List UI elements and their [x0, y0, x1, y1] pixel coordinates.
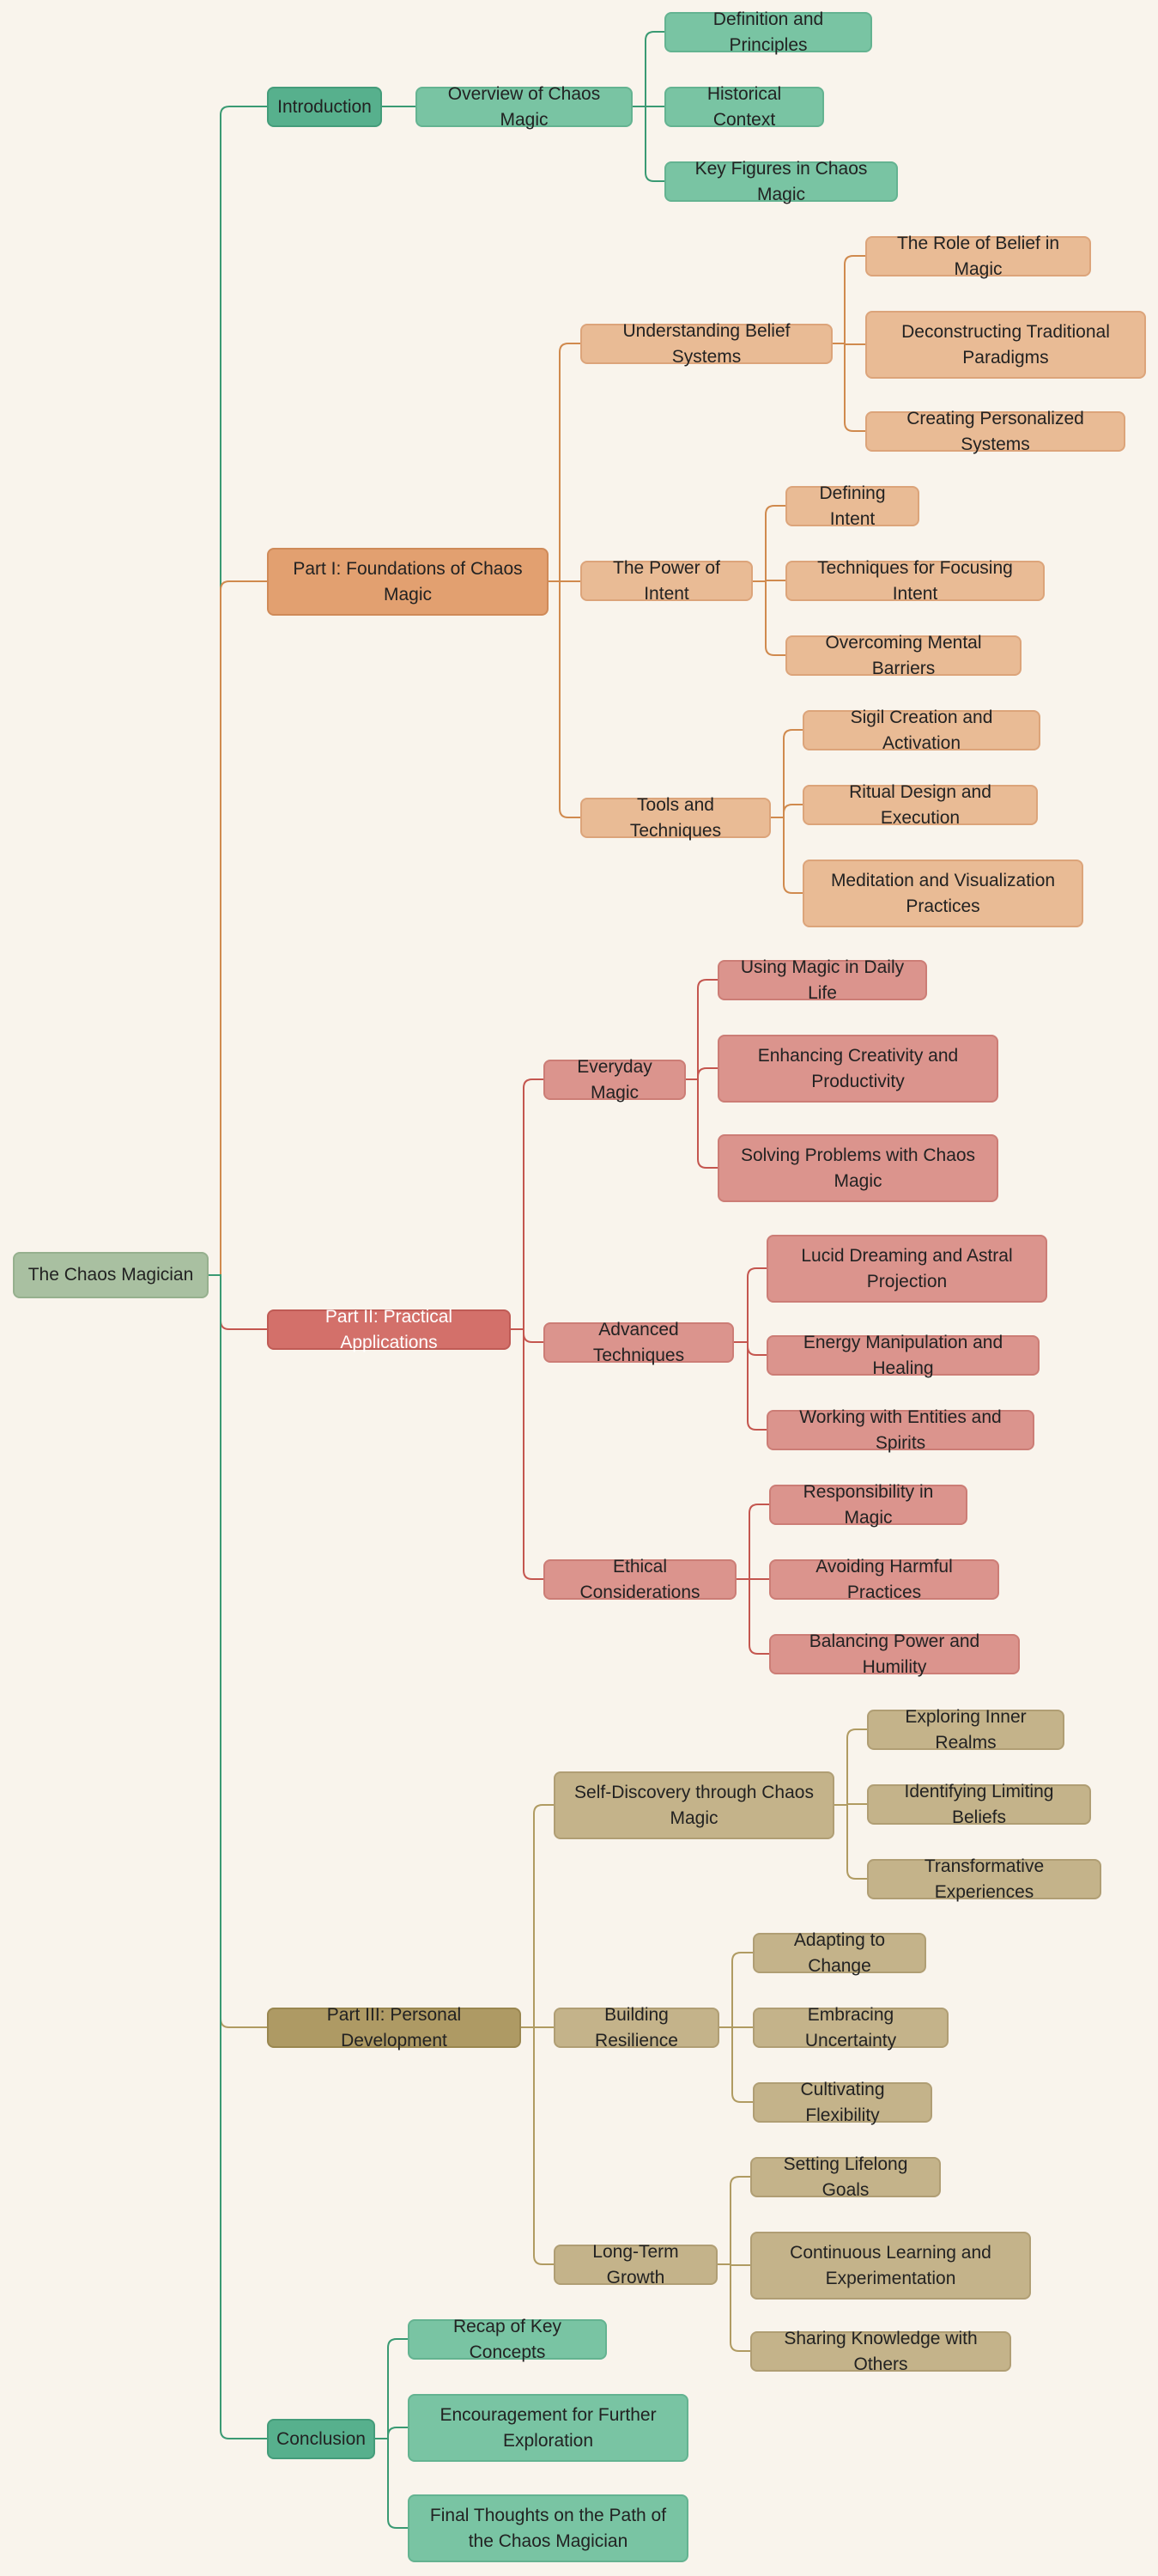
subtopic-responsibility[interactable]: Responsibility in Magic [769, 1482, 967, 1528]
connector-line [753, 580, 785, 656]
connector-line [375, 2338, 408, 2439]
subtopic-cultivating-flexibility[interactable]: Cultivating Flexibility [753, 2080, 932, 2125]
branch-part-1-foundations[interactable]: Part I: Foundations of Chaos Magic [267, 548, 549, 616]
subtopic-magic-in-daily-life[interactable]: Using Magic in Daily Life [718, 957, 927, 1003]
connector-line [686, 979, 718, 1080]
subtopic-sigil-creation[interactable]: Sigil Creation and Activation [803, 708, 1040, 753]
subtopic-continuous-learning[interactable]: Continuous Learning and Experimentation [750, 2232, 1031, 2300]
connector-line [737, 1504, 769, 1580]
topic-recap-key-concepts[interactable]: Recap of Key Concepts [408, 2317, 607, 2362]
subtopic-entities-and-spirits[interactable]: Working with Entities and Spirits [767, 1407, 1034, 1453]
connector-line [686, 1078, 718, 1169]
connector-line [209, 580, 267, 1276]
subtopic-adapting-to-change[interactable]: Adapting to Change [753, 1930, 926, 1976]
connector-line [834, 1728, 867, 1806]
root-node[interactable]: The Chaos Magician [13, 1252, 209, 1298]
connector-line [833, 255, 865, 344]
subtopic-avoiding-harm[interactable]: Avoiding Harmful Practices [769, 1557, 999, 1602]
connector-line [734, 1341, 767, 1431]
branch-conclusion[interactable]: Conclusion [267, 2419, 375, 2459]
connector-line [521, 1804, 554, 2028]
subtopic-power-and-humility[interactable]: Balancing Power and Humility [769, 1631, 1020, 1677]
topic-building-resilience[interactable]: Building Resilience [554, 2005, 719, 2050]
connector-line [209, 1274, 267, 1330]
subtopic-creativity-productivity[interactable]: Enhancing Creativity and Productivity [718, 1035, 998, 1103]
connector-line [771, 804, 803, 818]
subtopic-deconstructing-paradigms[interactable]: Deconstructing Traditional Paradigms [865, 311, 1146, 379]
connector-line [734, 1267, 767, 1343]
connector-line [771, 729, 803, 818]
subtopic-transformative-experiences[interactable]: Transformative Experiences [867, 1856, 1101, 1902]
subtopic-role-of-belief[interactable]: The Role of Belief in Magic [865, 234, 1091, 279]
connector-line [511, 1078, 543, 1330]
topic-tools-and-techniques[interactable]: Tools and Techniques [580, 795, 771, 841]
connector-line [209, 1274, 267, 2028]
connector-line [549, 580, 580, 818]
subtopic-sharing-knowledge[interactable]: Sharing Knowledge with Others [750, 2329, 1011, 2374]
subtopic-defining-intent[interactable]: Defining Intent [785, 483, 919, 529]
subtopic-definition-and-principles[interactable]: Definition and Principles [664, 9, 872, 55]
subtopic-lifelong-goals[interactable]: Setting Lifelong Goals [750, 2154, 941, 2200]
subtopic-limiting-beliefs[interactable]: Identifying Limiting Beliefs [867, 1782, 1091, 1827]
topic-final-thoughts[interactable]: Final Thoughts on the Path of the Chaos … [408, 2494, 688, 2562]
subtopic-lucid-dreaming[interactable]: Lucid Dreaming and Astral Projection [767, 1235, 1047, 1303]
connector-line [833, 343, 865, 432]
topic-understanding-belief-systems[interactable]: Understanding Belief Systems [580, 321, 833, 367]
subtopic-energy-manipulation[interactable]: Energy Manipulation and Healing [767, 1333, 1040, 1378]
connector-line [209, 106, 267, 1276]
subtopic-focusing-intent[interactable]: Techniques for Focusing Intent [785, 558, 1045, 604]
connector-line [521, 2026, 554, 2265]
connector-line [633, 106, 664, 182]
subtopic-embracing-uncertainty[interactable]: Embracing Uncertainty [753, 2005, 949, 2050]
subtopic-key-figures-in-chaos-magic[interactable]: Key Figures in Chaos Magic [664, 159, 898, 204]
connector-line [549, 343, 580, 582]
subtopic-ritual-design[interactable]: Ritual Design and Execution [803, 782, 1038, 828]
connector-line [511, 1328, 543, 1580]
topic-power-of-intent[interactable]: The Power of Intent [580, 558, 753, 604]
connector-line [375, 2427, 408, 2439]
connector-line [719, 1952, 753, 2028]
subtopic-overcoming-mental-barriers[interactable]: Overcoming Mental Barriers [785, 633, 1022, 678]
subtopic-solving-problems[interactable]: Solving Problems with Chaos Magic [718, 1134, 998, 1202]
topic-ethical-considerations[interactable]: Ethical Considerations [543, 1557, 737, 1602]
topic-long-term-growth[interactable]: Long-Term Growth [554, 2242, 718, 2287]
subtopic-historical-context[interactable]: Historical Context [664, 84, 824, 130]
connector-line [511, 1328, 543, 1343]
connector-line [375, 2438, 408, 2529]
subtopic-inner-realms[interactable]: Exploring Inner Realms [867, 1707, 1064, 1753]
branch-introduction[interactable]: Introduction [267, 87, 382, 127]
connector-line [737, 1578, 769, 1655]
topic-everyday-magic[interactable]: Everyday Magic [543, 1057, 686, 1103]
connector-line [209, 1274, 267, 2439]
subtopic-creating-personalized-systems[interactable]: Creating Personalized Systems [865, 409, 1125, 454]
connector-line [753, 505, 785, 582]
connector-line [719, 2026, 753, 2103]
connector-line [834, 1804, 867, 1880]
connector-line [686, 1067, 718, 1080]
connector-line [633, 31, 664, 107]
connector-line [718, 2176, 750, 2265]
connector-line [718, 2263, 750, 2352]
branch-part-3-personal[interactable]: Part III: Personal Development [267, 2005, 521, 2050]
branch-part-2-practical[interactable]: Part II: Practical Applications [267, 1307, 511, 1352]
topic-self-discovery[interactable]: Self-Discovery through Chaos Magic [554, 1771, 834, 1839]
subtopic-meditation-visualization[interactable]: Meditation and Visualization Practices [803, 860, 1083, 927]
connector-line [771, 817, 803, 894]
topic-advanced-techniques[interactable]: Advanced Techniques [543, 1320, 734, 1365]
connector-line [734, 1341, 767, 1356]
topic-overview-of-chaos-magic[interactable]: Overview of Chaos Magic [415, 84, 633, 130]
topic-encouragement-exploration[interactable]: Encouragement for Further Exploration [408, 2394, 688, 2462]
